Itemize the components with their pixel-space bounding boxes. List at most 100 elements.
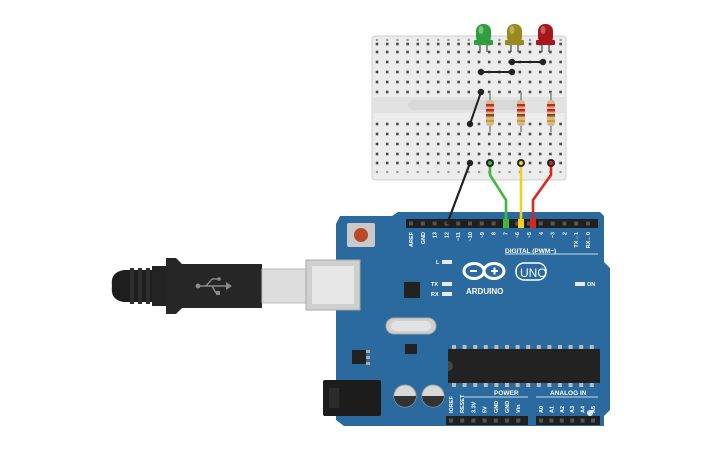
breadboard-hole[interactable] (508, 161, 511, 165)
header-socket[interactable] (456, 221, 461, 226)
breadboard-hole[interactable] (498, 50, 501, 54)
breadboard-hole[interactable] (467, 152, 471, 156)
breadboard-hole[interactable] (538, 142, 542, 146)
breadboard-hole[interactable] (416, 122, 420, 126)
breadboard-hole[interactable] (447, 80, 450, 84)
rail-hole[interactable] (498, 38, 501, 42)
breadboard-hole[interactable] (559, 42, 562, 46)
breadboard-hole[interactable] (416, 42, 420, 46)
resistor-2[interactable] (517, 92, 525, 132)
resistor-1[interactable] (486, 92, 494, 132)
breadboard-hole[interactable] (385, 152, 389, 156)
breadboard-hole[interactable] (549, 142, 552, 146)
breadboard-hole[interactable] (396, 42, 399, 46)
header-socket[interactable] (491, 221, 496, 226)
header-socket[interactable] (562, 221, 567, 226)
header-socket[interactable] (409, 221, 413, 226)
header-socket[interactable] (570, 418, 575, 423)
breadboard-hole[interactable] (396, 60, 399, 64)
breadboard-hole[interactable] (498, 152, 501, 156)
breadboard-hole[interactable] (447, 161, 450, 165)
breadboard-hole[interactable] (538, 132, 542, 136)
breadboard-hole[interactable] (457, 132, 460, 136)
breadboard-hole[interactable] (528, 90, 532, 94)
header-socket[interactable] (538, 221, 543, 226)
rail-hole[interactable] (396, 38, 399, 42)
breadboard-hole[interactable] (375, 161, 379, 165)
header-socket[interactable] (515, 221, 520, 226)
header-socket[interactable] (591, 418, 595, 423)
breadboard-hole[interactable] (447, 42, 450, 46)
breadboard-hole[interactable] (498, 142, 501, 146)
breadboard-hole[interactable] (436, 60, 440, 64)
rail-hole[interactable] (477, 170, 481, 174)
breadboard-hole[interactable] (375, 42, 379, 46)
breadboard-hole[interactable] (498, 161, 501, 165)
breadboard-hole[interactable] (447, 152, 450, 156)
breadboard-hole[interactable] (457, 60, 460, 64)
rail-hole[interactable] (467, 38, 470, 42)
rail-hole[interactable] (528, 170, 532, 174)
breadboard-hole[interactable] (406, 60, 409, 64)
breadboard-hole[interactable] (559, 152, 562, 156)
breadboard-hole[interactable] (559, 70, 562, 74)
breadboard-hole[interactable] (396, 90, 399, 94)
breadboard-hole[interactable] (508, 80, 511, 84)
breadboard-hole[interactable] (487, 60, 491, 64)
breadboard-hole[interactable] (477, 60, 481, 64)
breadboard-hole[interactable] (416, 90, 420, 94)
breadboard-hole[interactable] (549, 152, 552, 156)
breadboard-hole[interactable] (508, 152, 511, 156)
breadboard-hole[interactable] (385, 50, 389, 54)
breadboard-hole[interactable] (467, 60, 471, 64)
breadboard-hole[interactable] (549, 80, 552, 84)
resistor-3[interactable] (547, 92, 555, 132)
breadboard-hole[interactable] (559, 132, 562, 136)
breadboard-hole[interactable] (436, 161, 440, 165)
breadboard-hole[interactable] (406, 132, 409, 136)
rail-hole[interactable] (437, 38, 440, 42)
breadboard-hole[interactable] (447, 90, 450, 94)
rail-hole[interactable] (508, 170, 511, 174)
breadboard-hole[interactable] (385, 80, 389, 84)
breadboard-hole[interactable] (375, 132, 379, 136)
breadboard-hole[interactable] (487, 132, 491, 136)
breadboard-hole[interactable] (518, 80, 522, 84)
breadboard-hole[interactable] (559, 161, 562, 165)
breadboard-hole[interactable] (559, 122, 562, 126)
breadboard-hole[interactable] (498, 90, 501, 94)
breadboard-hole[interactable] (416, 70, 420, 74)
breadboard-hole[interactable] (426, 152, 430, 156)
header-socket[interactable] (559, 418, 564, 423)
breadboard-hole[interactable] (385, 70, 389, 74)
breadboard-hole[interactable] (559, 50, 562, 54)
breadboard-hole[interactable] (457, 70, 460, 74)
breadboard-hole[interactable] (477, 132, 481, 136)
ground-wire[interactable] (445, 162, 472, 225)
breadboard-hole[interactable] (385, 42, 389, 46)
breadboard-hole[interactable] (416, 80, 420, 84)
breadboard-hole[interactable] (467, 90, 471, 94)
rail-hole[interactable] (437, 170, 440, 174)
breadboard-hole[interactable] (549, 50, 552, 54)
breadboard-hole[interactable] (375, 50, 379, 54)
digital-header[interactable] (406, 219, 598, 228)
breadboard-hole[interactable] (375, 142, 379, 146)
breadboard-hole[interactable] (538, 161, 542, 165)
rail-hole[interactable] (386, 38, 389, 42)
breadboard-hole[interactable] (416, 152, 420, 156)
breadboard-hole[interactable] (385, 90, 389, 94)
rail-hole[interactable] (416, 170, 419, 174)
header-socket[interactable] (449, 418, 453, 423)
breadboard-hole[interactable] (426, 161, 430, 165)
rail-hole[interactable] (375, 38, 379, 42)
breadboard-hole[interactable] (436, 132, 440, 136)
breadboard-hole[interactable] (508, 142, 511, 146)
breadboard-hole[interactable] (467, 142, 471, 146)
breadboard-hole[interactable] (538, 90, 542, 94)
rail-hole[interactable] (447, 170, 450, 174)
breadboard-hole[interactable] (436, 90, 440, 94)
rail-hole[interactable] (447, 38, 450, 42)
breadboard-hole[interactable] (457, 90, 460, 94)
